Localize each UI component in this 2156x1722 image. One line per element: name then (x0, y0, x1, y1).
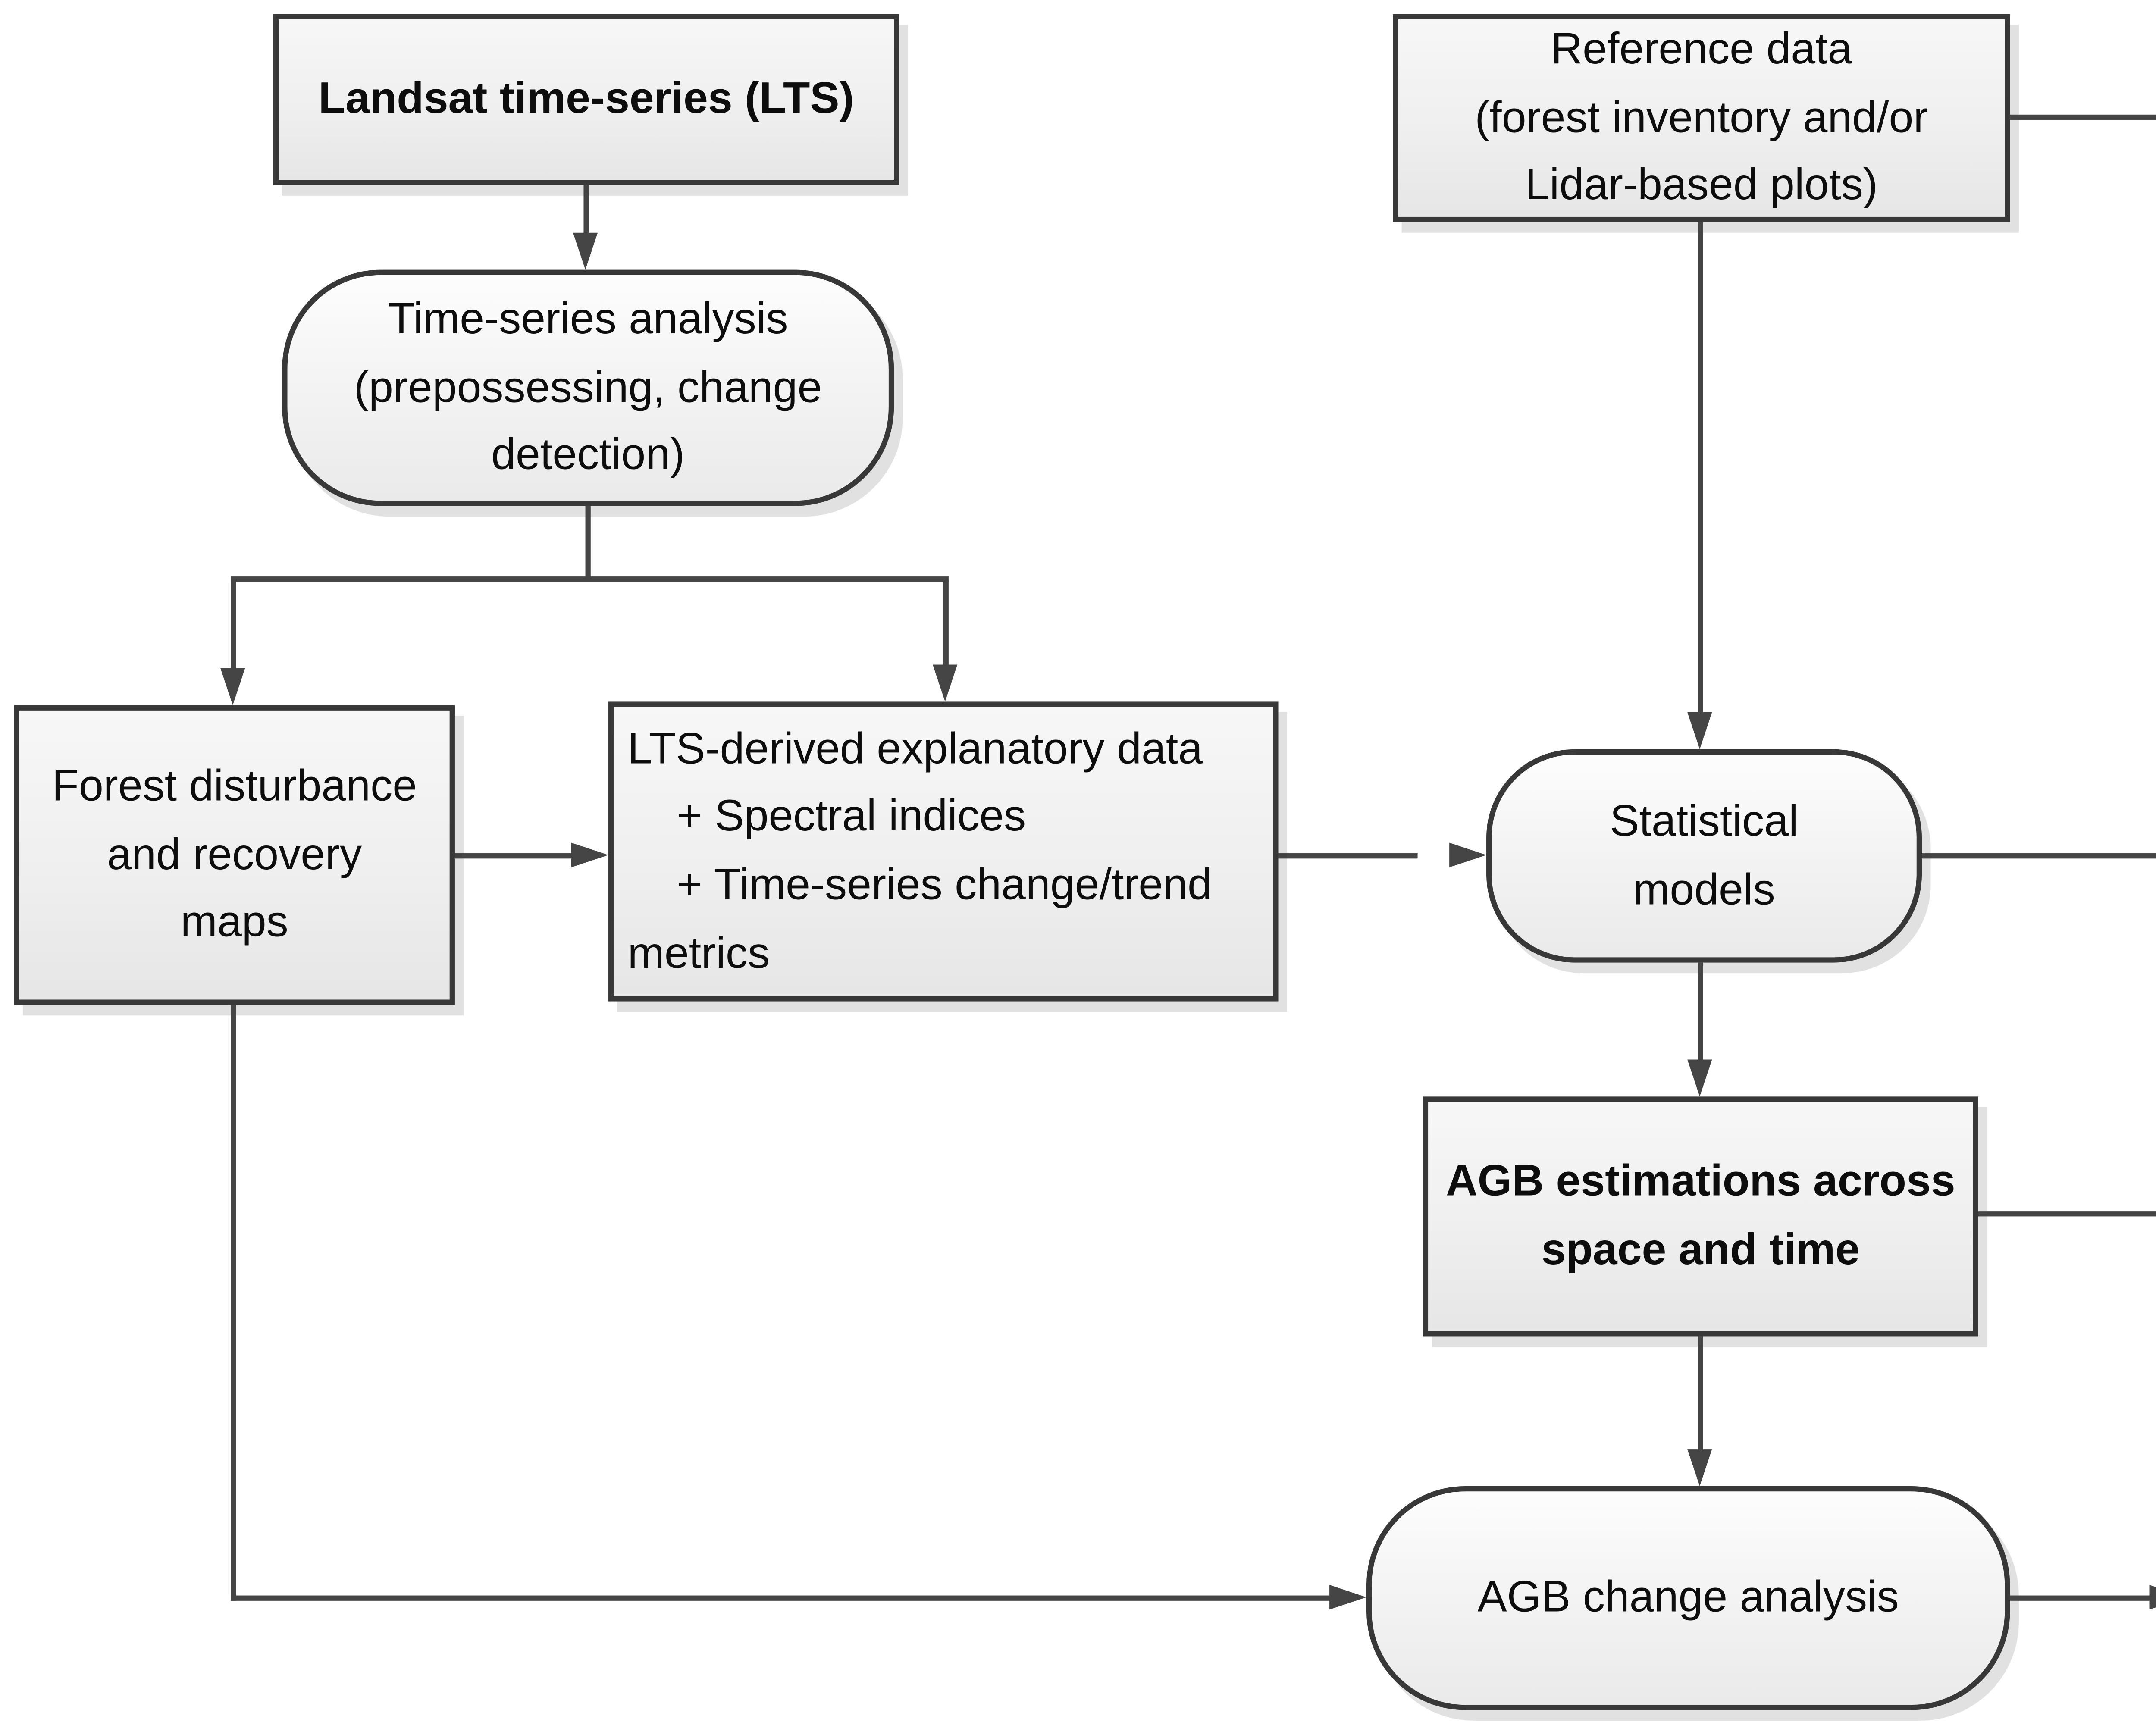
arrow-tsa-split-bar (231, 576, 949, 582)
node-landsat-time-series: Landsat time-series (LTS) (273, 14, 899, 185)
arrow-landsat-to-tsa-line (583, 185, 589, 238)
arrow-forest-to-lts-head (571, 842, 608, 867)
node-reference-label: Reference data (forest inventory and/or … (1475, 24, 1928, 211)
arrow-lts-to-statistical-head (1449, 842, 1487, 867)
node-statistical-models: Statistical models (1486, 749, 1922, 963)
arrow-tsa-to-lts-line (943, 580, 949, 667)
arrow-tsa-split-stem (585, 506, 591, 580)
node-agb-change-analysis: AGB change analysis (1366, 1486, 2010, 1710)
arrow-tsa-to-forest-head (220, 668, 245, 705)
arrow-reference-to-statistical-head (1687, 712, 1712, 749)
node-landsat-label: Landsat time-series (LTS) (318, 74, 854, 124)
node-lts-derived-data: LTS-derived explanatory data + Spectral … (608, 701, 1279, 1002)
arrow-forest-to-lts-line (454, 853, 575, 859)
arrow-landsat-to-tsa-head (573, 232, 598, 270)
arrow-agbest-to-agbchange-head (1687, 1449, 1712, 1487)
node-agb-change-label: AGB change analysis (1477, 1572, 1899, 1622)
arrow-tsa-to-lts-head (933, 664, 958, 702)
node-statistical-label: Statistical models (1610, 796, 1799, 914)
node-agb-estimations-label: AGB estimations across space and time (1445, 1157, 1955, 1275)
node-lts-derived-label: LTS-derived explanatory data + Spectral … (627, 723, 1212, 978)
arrow-statistical-to-agbest-head (1687, 1059, 1712, 1097)
node-tsa-label: Time-series analysis (prepossessing, cha… (354, 294, 822, 480)
arrow-statistical-to-agbest-line (1698, 962, 1703, 1063)
node-forest-label: Forest disturbance and recovery maps (52, 761, 417, 948)
arrow-tsa-to-forest-line (231, 580, 236, 670)
node-reference-data: Reference data (forest inventory and/or … (1393, 14, 2010, 222)
arrow-reference-to-accuracy-hline (2010, 114, 2156, 120)
arrow-reference-to-statistical-line (1698, 222, 1703, 716)
node-forest-disturbance-maps: Forest disturbance and recovery maps (14, 705, 455, 1005)
arrow-agbest-to-accuracy-branch (1978, 1211, 2156, 1217)
arrow-lts-to-statistical-line (1278, 853, 1418, 859)
arrow-agbest-to-agbchange-line (1698, 1336, 1703, 1451)
arrow-forest-to-agbchange-hline (231, 1595, 1332, 1601)
node-agb-estimations: AGB estimations across space and time (1423, 1096, 1978, 1337)
arrow-forest-to-agbchange-vline (231, 1005, 236, 1601)
arrow-agbchange-to-spatial-line (2010, 1595, 2151, 1601)
node-time-series-analysis: Time-series analysis (prepossessing, cha… (282, 269, 894, 506)
arrow-statistical-to-accuracy-line (1922, 853, 2156, 859)
arrow-agbchange-to-spatial-head (2149, 1585, 2156, 1610)
arrow-forest-to-agbchange-head (1329, 1585, 1366, 1610)
